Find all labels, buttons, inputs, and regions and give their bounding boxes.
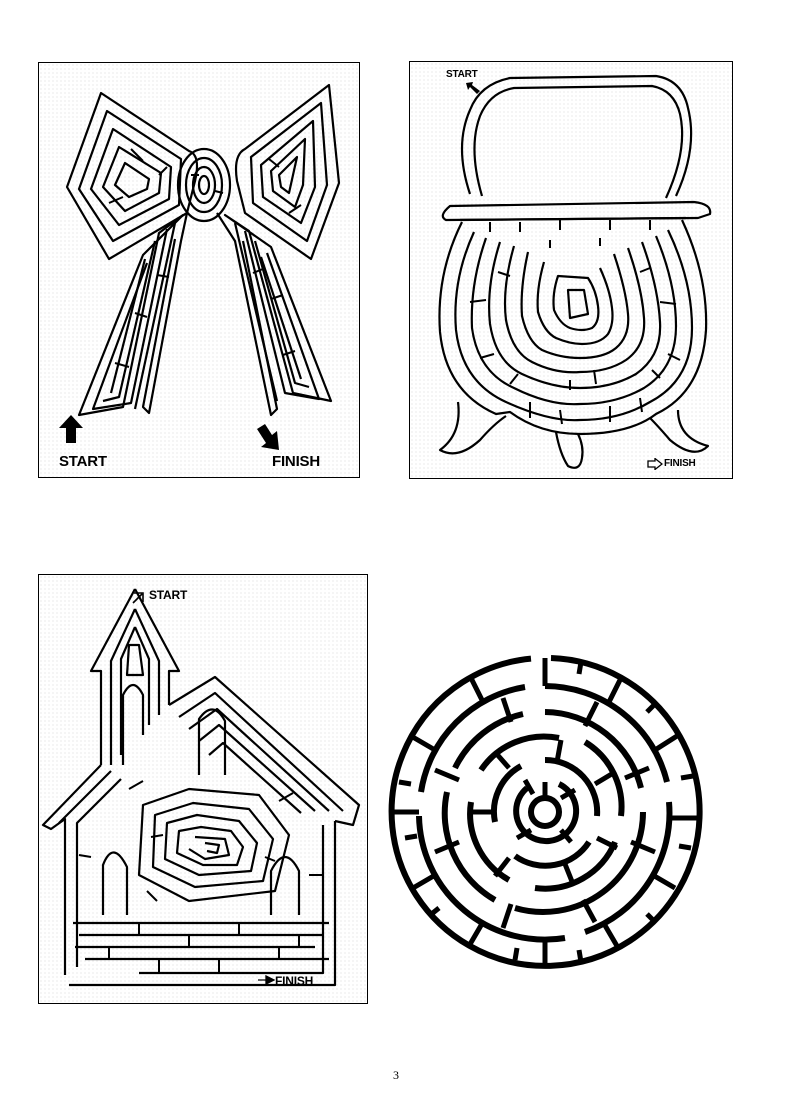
church-finish-label: FINISH bbox=[275, 974, 314, 988]
cauldron-start-label: START bbox=[446, 69, 478, 80]
finish-arrow-icon bbox=[258, 975, 275, 985]
maze-cauldron: START FINISH bbox=[409, 61, 733, 479]
maze-church: START FINISH bbox=[38, 574, 368, 1004]
maze-bow: START FINISH bbox=[38, 62, 360, 478]
cauldron-maze-drawing bbox=[438, 74, 712, 469]
cauldron-finish-label: FINISH bbox=[664, 458, 696, 469]
finish-arrow-icon bbox=[257, 424, 279, 450]
finish-arrow-icon bbox=[647, 458, 663, 470]
bow-finish-label: FINISH bbox=[272, 453, 320, 470]
circle-maze-drawing bbox=[388, 655, 703, 969]
church-start-label: START bbox=[149, 588, 188, 602]
bow-start-label: START bbox=[59, 453, 107, 470]
page-number: 3 bbox=[393, 1068, 399, 1082]
maze-circle bbox=[385, 652, 705, 977]
start-arrow-icon bbox=[466, 82, 480, 94]
church-maze-drawing bbox=[41, 588, 361, 987]
start-arrow-icon bbox=[59, 415, 83, 443]
bow-maze-drawing bbox=[65, 83, 341, 417]
start-arrow-icon bbox=[132, 592, 144, 604]
